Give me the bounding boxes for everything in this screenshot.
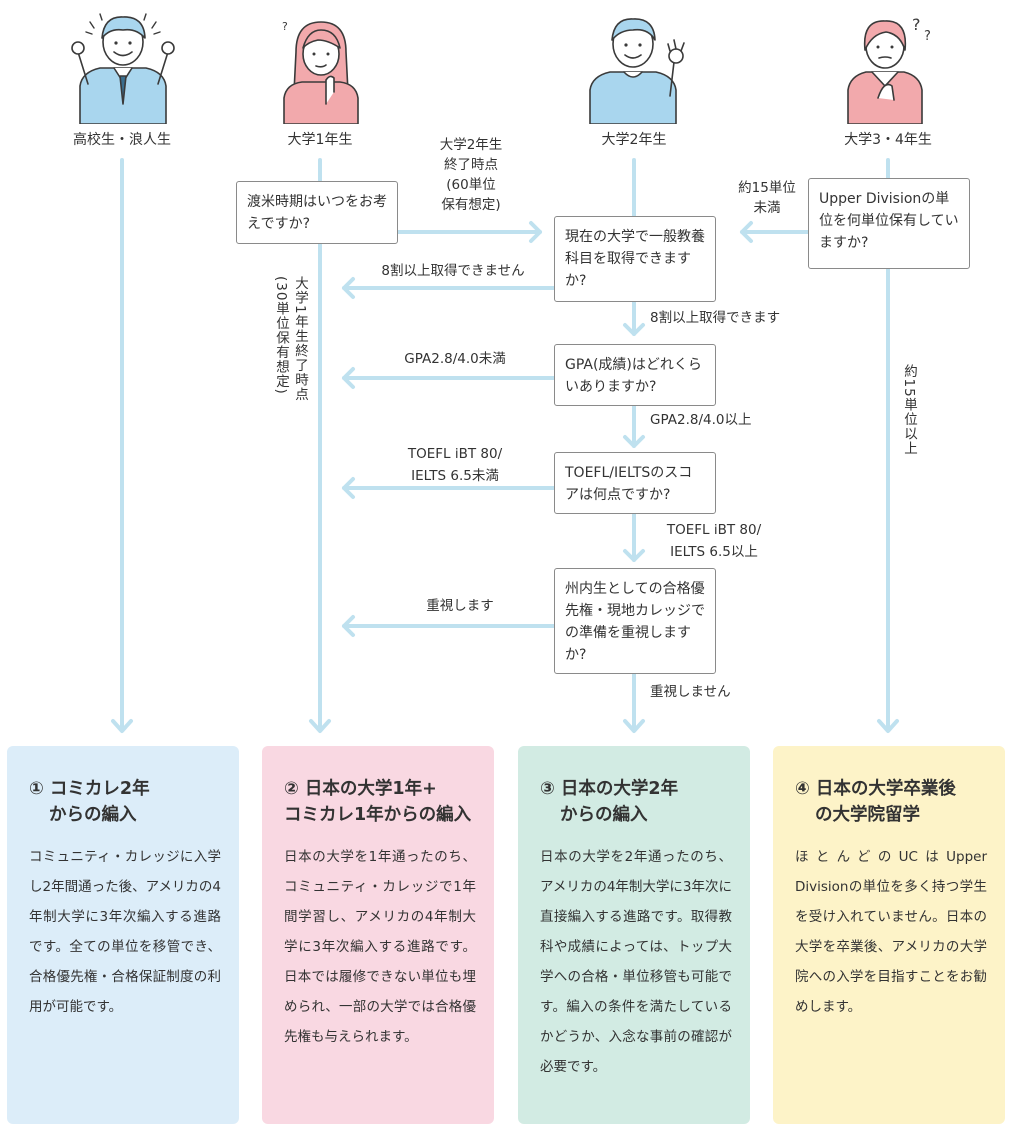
label-year2-end-line2: 終了時点 xyxy=(444,157,498,173)
label-year2-end: 大学2年生 終了時点 (60単位 保有想定) xyxy=(416,135,526,215)
student-confused-icon: ? ? xyxy=(847,15,931,124)
persona-label-year34: 大学3・4年生 xyxy=(844,132,932,148)
outcome-card-cc-2year: ① コミカレ2年 からの編入 コミュニティ・カレッジに入学し2年間通った後、アメ… xyxy=(7,746,239,1124)
outcome-description: 日本の大学を2年通ったのち、アメリカの4年制大学に3年次に直接編入する進路です。… xyxy=(540,849,733,1075)
persona-label-highschool: 高校生・浪人生 xyxy=(73,132,171,148)
label-toefl-low-line1: TOEFL iBT 80/ xyxy=(407,446,503,462)
outcome-card-jp2: ③ 日本の大学2年 からの編入 日本の大学を2年通ったのち、アメリカの4年制大学… xyxy=(518,746,750,1124)
label-gpa-high: GPA2.8/4.0以上 xyxy=(650,412,752,428)
outcome-card-grad-school: ④ 日本の大学卒業後 の大学院留学 ほとんどのUCはUpper Division… xyxy=(773,746,1005,1124)
arrow-down-col3 xyxy=(623,719,645,733)
outcome-description: コミュニティ・カレッジに入学し2年間通った後、アメリカの4年制大学に3年次編入す… xyxy=(29,849,222,1015)
arrow-gpa-low xyxy=(342,367,355,389)
label-year2-end-line1: 大学2年生 xyxy=(439,137,503,153)
label-toefl-high-line1: TOEFL iBT 80/ xyxy=(666,522,762,538)
outcome-title: ① コミカレ2年 からの編入 xyxy=(29,776,221,828)
persona-label-year2: 大学2年生 xyxy=(601,132,667,148)
outcome-title: ③ 日本の大学2年 からの編入 xyxy=(540,776,732,828)
question-box-resident: 州内生としての合格優先権・現地カレッジでの準備を重視しますか? xyxy=(554,568,716,674)
student-pondering-icon: ? xyxy=(282,20,359,124)
arrow-ge-gpa xyxy=(623,323,645,336)
label-toefl-low: TOEFL iBT 80/ IELTS 6.5未満 xyxy=(380,443,530,487)
label-year2-end-line3: (60単位 xyxy=(446,177,496,193)
outcome-title-line2: コミカレ1年からの編入 xyxy=(284,805,472,825)
label-resident-no: 重視しません xyxy=(650,684,731,700)
outcome-title-line2: からの編入 xyxy=(560,805,648,825)
question-box-timing: 渡米時期はいつをお考えですか? xyxy=(236,181,398,244)
outcome-title: ④ 日本の大学卒業後 の大学院留学 xyxy=(795,776,987,828)
outcome-description: ほとんどのUCはUpper Divisionの単位を多く持つ学生を受け入れていま… xyxy=(795,849,987,1015)
arrow-toefl-low xyxy=(342,477,355,499)
question-box-toefl: TOEFL/IELTSのスコアは何点ですか? xyxy=(554,452,716,514)
student-cheering-icon xyxy=(71,13,175,124)
outcome-title-line1: ② 日本の大学1年+ xyxy=(284,779,437,799)
student-ok-gesture-icon xyxy=(589,18,685,124)
outcome-title-line2: の大学院留学 xyxy=(815,805,920,825)
label-gpa-low: GPA2.8/4.0未満 xyxy=(404,351,506,367)
arrow-down-col1 xyxy=(111,719,133,733)
outcome-title-line2: からの編入 xyxy=(49,805,137,825)
svg-text:?: ? xyxy=(912,15,921,34)
outcome-title: ② 日本の大学1年+ コミカレ1年からの編入 xyxy=(284,776,476,828)
label-upper-under-line2: 未満 xyxy=(753,200,781,216)
label-upper-over: 約15単位以上 xyxy=(901,364,917,456)
arrow-resident-yes xyxy=(342,615,355,637)
label-toefl-low-line2: IELTS 6.5未満 xyxy=(411,468,499,484)
outcome-card-jp1-cc1: ② 日本の大学1年+ コミカレ1年からの編入 日本の大学を1年通ったのち、コミュ… xyxy=(262,746,494,1124)
arrow-down-col2 xyxy=(309,719,331,733)
arrow-timing-ge xyxy=(529,221,542,243)
question-box-gpa: GPA(成績)はどれくらいありますか? xyxy=(554,344,716,406)
persona-label-year1: 大学1年生 xyxy=(287,132,353,148)
arrow-upper-ge xyxy=(740,221,753,243)
question-box-upper-division: Upper Divisionの単位を何単位保有していますか? xyxy=(808,178,970,269)
label-year1-end: 大学1年生終了時点 xyxy=(292,276,308,402)
outcome-title-line1: ④ 日本の大学卒業後 xyxy=(795,779,956,799)
label-upper-under-line1: 約15単位 xyxy=(738,180,796,196)
label-upper-under: 約15単位 未満 xyxy=(722,178,812,218)
label-ge-no: 8割以上取得できません xyxy=(381,263,525,279)
label-toefl-high: TOEFL iBT 80/ IELTS 6.5以上 xyxy=(644,519,784,563)
arrow-down-col4 xyxy=(877,719,899,733)
label-resident-yes: 重視します xyxy=(426,598,494,614)
outcome-title-line1: ① コミカレ2年 xyxy=(29,779,150,799)
outcome-title-line1: ③ 日本の大学2年 xyxy=(540,779,679,799)
arrow-toefl-resident xyxy=(623,549,645,562)
question-box-general-ed: 現在の大学で一般教養科目を取得できますか? xyxy=(554,216,716,302)
arrow-ge-no xyxy=(342,277,355,299)
svg-text:?: ? xyxy=(924,29,931,44)
arrow-gpa-toefl xyxy=(623,435,645,448)
label-year1-end-note: (30単位保有想定) xyxy=(273,276,289,395)
outcome-description: 日本の大学を1年通ったのち、コミュニティ・カレッジで1年間学習し、アメリカの4年… xyxy=(284,849,476,1045)
label-toefl-high-line2: IELTS 6.5以上 xyxy=(670,544,758,560)
label-year2-end-line4: 保有想定) xyxy=(441,197,501,213)
svg-text:?: ? xyxy=(282,20,288,33)
label-ge-yes: 8割以上取得できます xyxy=(650,310,781,326)
